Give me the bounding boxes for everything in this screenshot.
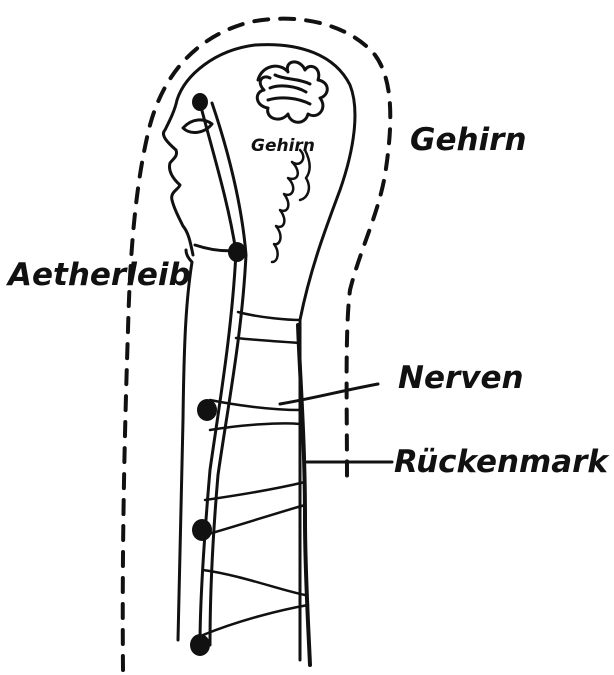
spine-line-left	[200, 103, 236, 645]
spine-node	[190, 634, 210, 656]
aetherleib-label: Aetherleib	[5, 257, 191, 293]
nerve-fibre-scribble	[272, 150, 310, 262]
nerven-leader-line	[280, 384, 378, 404]
spine-node	[197, 399, 217, 421]
spine-node	[228, 242, 246, 262]
nerve-segment	[203, 605, 308, 635]
nerve-segment	[236, 338, 300, 343]
nerve-segment	[205, 482, 305, 500]
spine-line-right	[210, 103, 246, 645]
etheric-body-outline	[123, 19, 391, 670]
nerven-label: Nerven	[398, 360, 524, 396]
nerve-segment	[238, 312, 300, 320]
spine-node	[192, 519, 212, 541]
gehirn-outer-label: Gehirn	[410, 122, 527, 158]
spine-node	[192, 93, 208, 111]
rueckenmark-label: Rückenmark	[394, 444, 610, 480]
gehirn-inner-label: Gehirn	[251, 136, 315, 156]
nerve-segment	[203, 570, 305, 595]
nerve-segment	[205, 505, 305, 535]
brain-scribble	[257, 62, 327, 122]
nerve-segment	[210, 423, 300, 430]
